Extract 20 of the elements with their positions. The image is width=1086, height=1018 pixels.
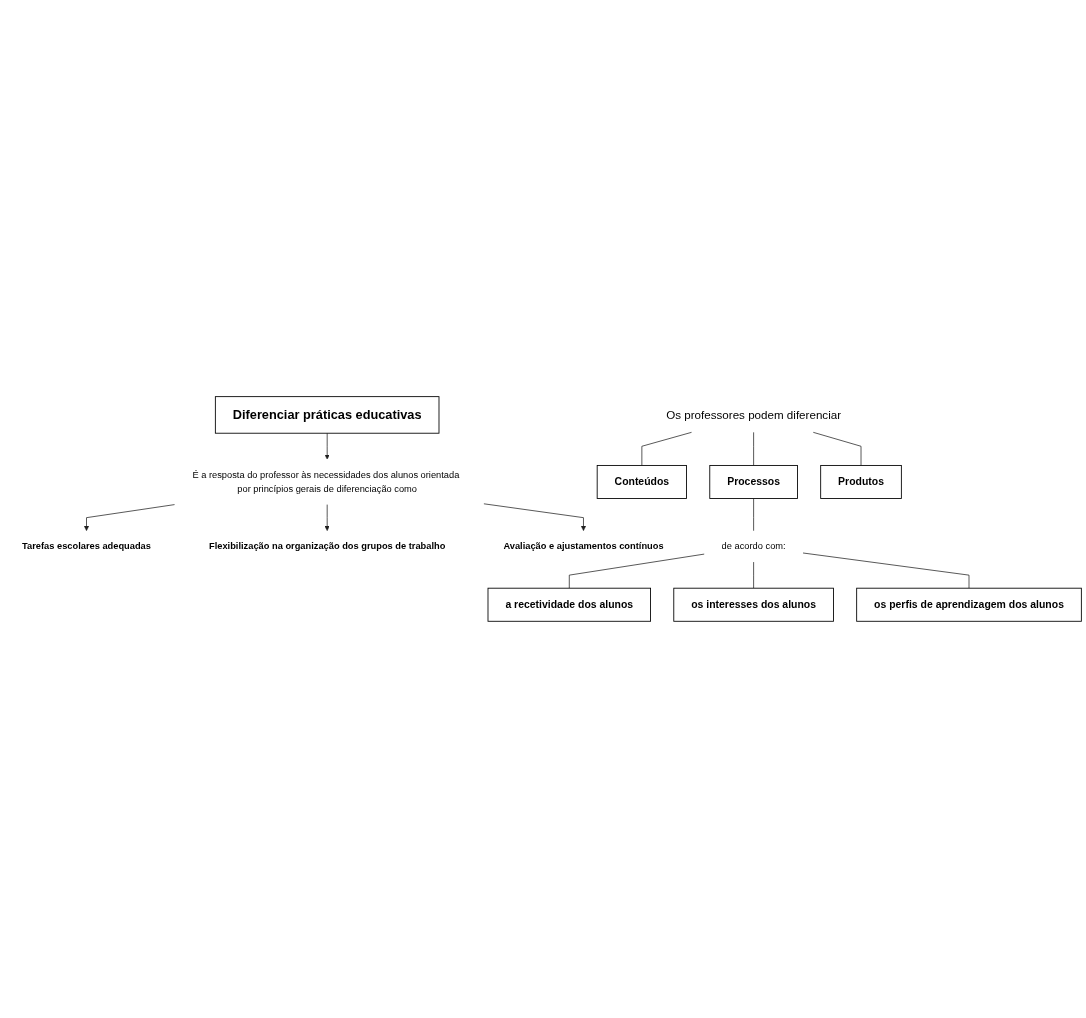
node-text: Tarefas escolares adequadas (22, 541, 151, 552)
connector (641, 432, 692, 466)
connector (802, 552, 970, 589)
node-box: Processos (709, 465, 798, 499)
node-box: Conteúdos (596, 465, 687, 499)
connector (812, 432, 862, 466)
node-text: Os professores podem diferenciar (666, 408, 842, 422)
node-box: Diferenciar práticas educativas (214, 396, 440, 434)
node-box: Produtos (820, 465, 902, 499)
node-text: Avaliação e ajustamentos contínuos (503, 541, 664, 552)
node-box: os interesses dos alunos (673, 587, 834, 622)
node-text: É a resposta do professor às necessidades dos alunos orientada por princípios gerais de diferenciação como (192, 469, 460, 494)
connector (753, 498, 754, 532)
node-text: de acordo com: (721, 541, 786, 552)
node-box: a recetividade dos alunos (487, 587, 651, 622)
node-text: Flexibilização na organização dos grupos de trabalho (208, 541, 446, 552)
connector (753, 561, 754, 589)
connector (753, 432, 754, 466)
node-box: os perfis de aprendizagem dos alunos (856, 587, 1082, 622)
connector (568, 553, 705, 589)
